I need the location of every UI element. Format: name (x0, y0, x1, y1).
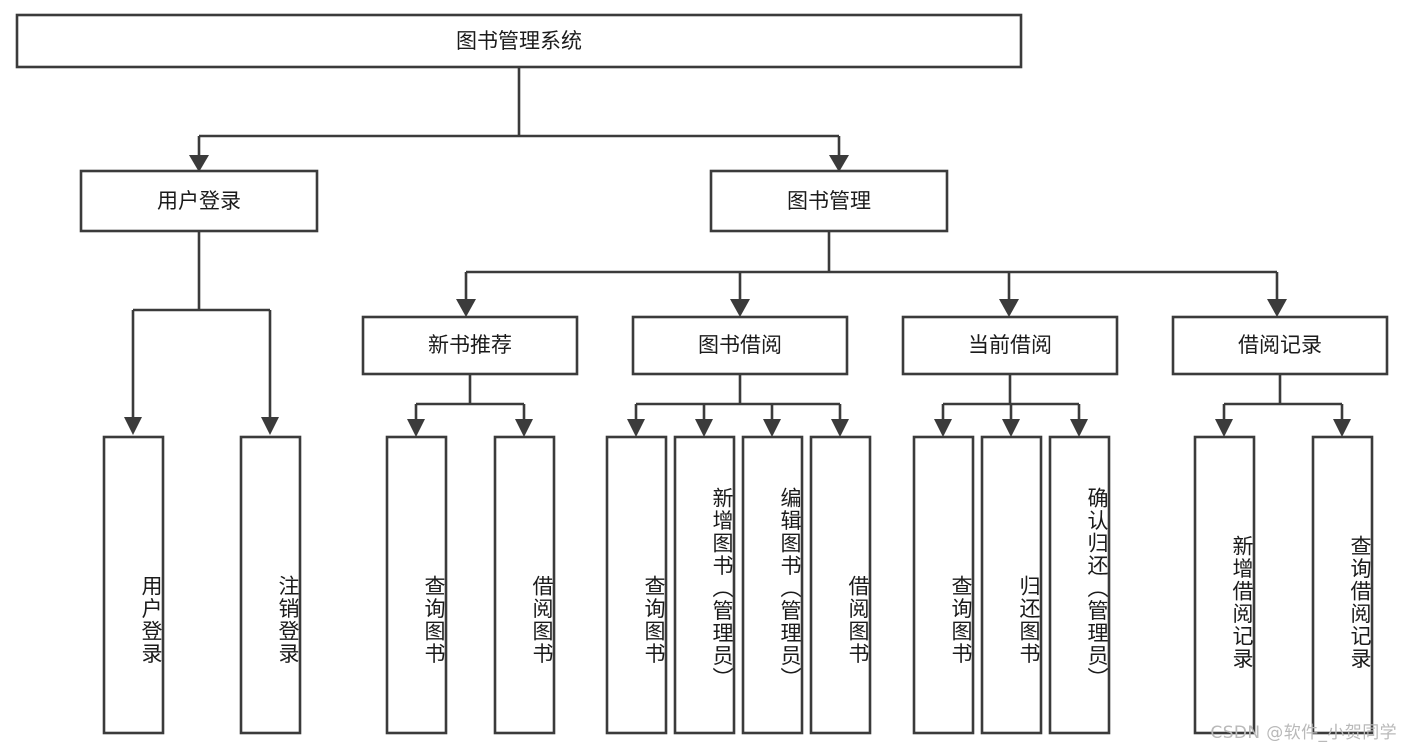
arrowhead-leaf-recommend-1 (407, 419, 425, 437)
node-book-borrow[interactable]: 图书借阅 (631, 315, 849, 376)
leaf-box-user-logout[interactable] (239, 435, 302, 735)
leaf-box-group (102, 435, 1374, 735)
node-current-borrow-box[interactable] (901, 315, 1119, 376)
leaf-box-borrow-edit-book[interactable] (741, 435, 804, 735)
arrowhead-leaf-record-2 (1333, 419, 1351, 437)
arrowhead-leaf-user-logout (261, 417, 279, 435)
leaf-box-current-return-book[interactable] (980, 435, 1043, 735)
node-borrow-record[interactable]: 借阅记录 (1171, 315, 1389, 376)
arrowhead-current (999, 299, 1019, 317)
leaf-box-borrow-query-book[interactable] (605, 435, 668, 735)
leaf-box-recommend-borrow-book[interactable] (493, 435, 556, 735)
node-user-login-label: 用户登录 (157, 189, 241, 213)
arrowhead-leaf-borrow-1 (627, 419, 645, 437)
node-book-manage-box[interactable] (709, 169, 949, 233)
arrowhead-leaf-current-2 (1002, 419, 1020, 437)
arrowhead-leaf-record-1 (1215, 419, 1233, 437)
node-new-book-recommend-box[interactable] (361, 315, 579, 376)
node-book-borrow-box[interactable] (631, 315, 849, 376)
node-book-manage-label: 图书管理 (787, 189, 871, 213)
arrowhead-group (124, 155, 1351, 437)
arrowhead-leaf-borrow-3 (763, 419, 781, 437)
arrowhead-leaf-borrow-4 (831, 419, 849, 437)
node-book-borrow-label: 图书借阅 (698, 333, 782, 357)
node-borrow-record-label: 借阅记录 (1238, 333, 1322, 357)
arrowhead-leaf-borrow-2 (695, 419, 713, 437)
arrowhead-leaf-current-3 (1070, 419, 1088, 437)
arrowhead-record (1267, 299, 1287, 317)
node-borrow-record-box[interactable] (1171, 315, 1389, 376)
arrowhead-recommend (456, 299, 476, 317)
leaf-box-borrow-add-book[interactable] (673, 435, 736, 735)
leaf-box-borrow-borrow-book[interactable] (809, 435, 872, 735)
connector-group (131, 67, 1344, 420)
arrowhead-book-manage (829, 155, 849, 172)
node-new-book-recommend[interactable]: 新书推荐 (361, 315, 579, 376)
leaf-box-record-add[interactable] (1193, 435, 1256, 735)
leaf-box-user-login[interactable] (102, 435, 165, 735)
leaf-box-current-confirm-return[interactable] (1048, 435, 1111, 735)
leaf-box-record-query[interactable] (1311, 435, 1374, 735)
node-book-manage[interactable]: 图书管理 (709, 169, 949, 233)
node-root-box[interactable] (15, 13, 1023, 69)
node-root-label: 图书管理系统 (456, 29, 582, 53)
arrowhead-user-login (189, 155, 209, 172)
arrowhead-leaf-user-login (124, 417, 142, 435)
node-root[interactable]: 图书管理系统 (15, 13, 1023, 69)
node-current-borrow[interactable]: 当前借阅 (901, 315, 1119, 376)
node-new-book-recommend-label: 新书推荐 (428, 333, 512, 357)
node-user-login-box[interactable] (79, 169, 319, 233)
arrowhead-leaf-recommend-2 (515, 419, 533, 437)
leaf-box-recommend-query-book[interactable] (385, 435, 448, 735)
arrowhead-borrow (730, 299, 750, 317)
node-current-borrow-label: 当前借阅 (968, 333, 1052, 357)
csdn-watermark: CSDN @软件_小贺同学 (1210, 723, 1397, 743)
arrowhead-leaf-current-1 (934, 419, 952, 437)
leaf-box-current-query-book[interactable] (912, 435, 975, 735)
node-user-login[interactable]: 用户登录 (79, 169, 319, 233)
